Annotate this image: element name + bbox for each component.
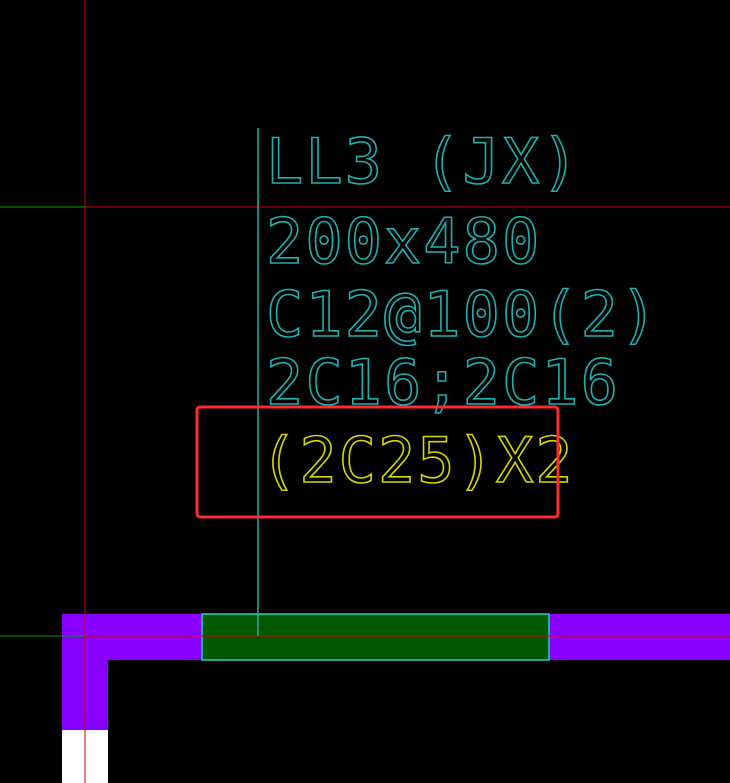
coupling-beam [201, 613, 550, 661]
beam-stirrup-label: C12@100(2) [266, 278, 659, 351]
wall-top-right [549, 614, 730, 660]
beam-name-label: LL3 (JX) [266, 125, 581, 198]
beam-diagonal-label: (2C25)X2 [260, 424, 575, 497]
beam-annotation: LL3 (JX) 200x480 C12@100(2) 2C16;2C16 (2… [259, 124, 659, 498]
beam-section-label: 200x480 [266, 205, 541, 278]
highlight-box [195, 405, 560, 519]
